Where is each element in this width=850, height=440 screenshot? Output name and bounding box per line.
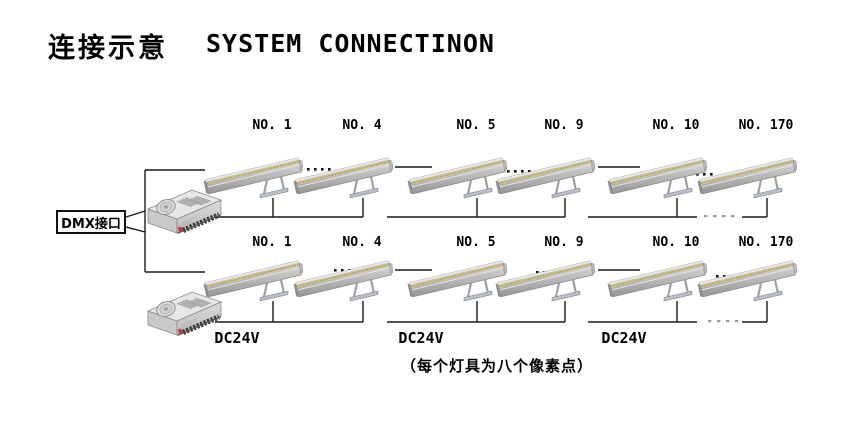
fixture-row2-no4 [293, 259, 393, 303]
bus-ellipsis-dots [704, 215, 739, 323]
page-title-en: SYSTEM CONNECTINON [206, 29, 495, 58]
fixture-row2-no1 [203, 259, 303, 303]
fixture-row1-no4 [293, 156, 393, 200]
fixture-row1-no170 [697, 156, 797, 200]
page-title-zh: 连接示意 [48, 33, 168, 64]
fixture-row1-no9 [495, 156, 595, 200]
power-bus-row1 [215, 198, 768, 218]
power-supply-row1 [148, 190, 221, 234]
fixture-label-row1-no5: NO. 5 [456, 118, 496, 133]
dc24v-label-2: DC24V [398, 329, 444, 347]
fixture-label-row2-no170: NO. 170 [738, 235, 794, 250]
fixture-label-row1-no10: NO. 10 [652, 118, 700, 133]
fixture-label-row2-no4: NO. 4 [342, 235, 382, 250]
dc24v-label-3: DC24V [601, 329, 647, 347]
dmx-interface-label: DMX接口 [61, 216, 121, 232]
fixture-label-row2-no5: NO. 5 [456, 235, 496, 250]
fixture-label-row1-no170: NO. 170 [738, 118, 794, 133]
dmx-interface-box: DMX接口 [56, 210, 126, 234]
fixture-row2-no9 [495, 259, 595, 303]
caption-pixels-note: （每个灯具为八个像素点） [401, 357, 594, 375]
fixture-label-row2-no1: NO. 1 [252, 235, 292, 250]
fixture-row1-no1 [203, 156, 303, 200]
fixture-row2-no5 [407, 259, 507, 303]
fixture-label-row1-no9: NO. 9 [544, 118, 584, 133]
fixture-label-row1-no4: NO. 4 [342, 118, 382, 133]
fixture-label-row2-no10: NO. 10 [652, 235, 700, 250]
fixture-row1-no5 [407, 156, 507, 200]
fixture-label-row2-no9: NO. 9 [544, 235, 584, 250]
fixture-row2-no10 [607, 259, 707, 303]
dc24v-label-1: DC24V [214, 329, 260, 347]
fixture-label-row1-no1: NO. 1 [252, 118, 292, 133]
power-bus-row2 [215, 301, 768, 323]
fixture-row2-no170 [697, 259, 797, 303]
fixture-row1-no10 [607, 156, 707, 200]
dmx-signal-lines [125, 166, 640, 273]
